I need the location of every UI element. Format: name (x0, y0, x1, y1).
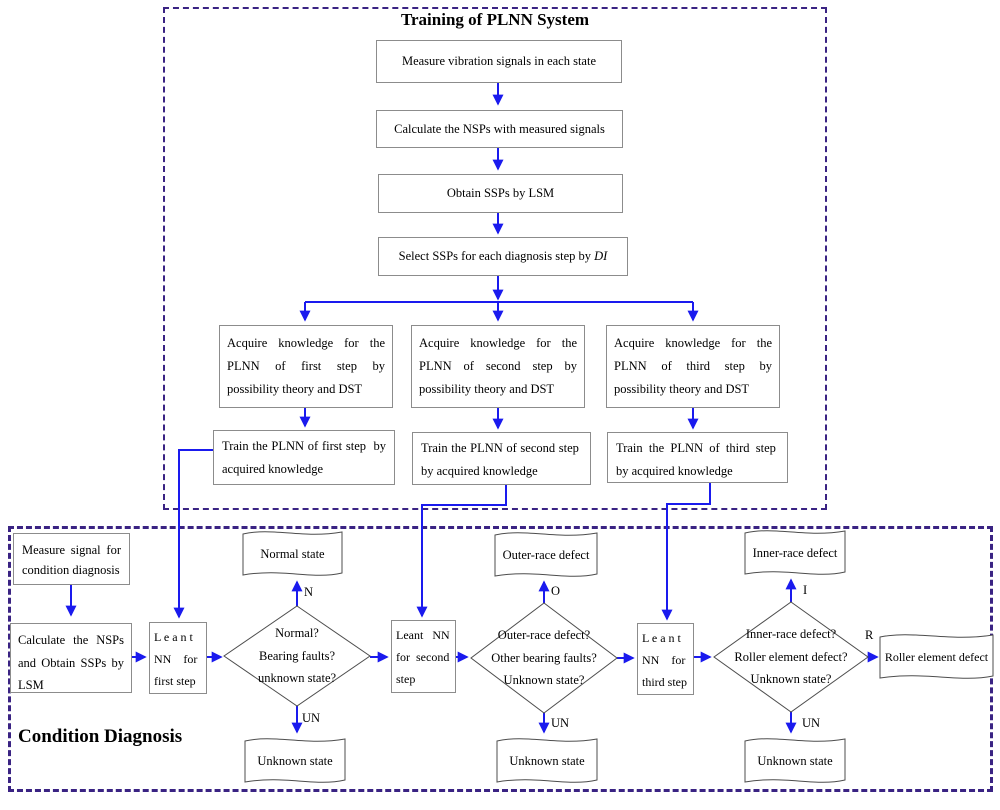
train-box-first: Train the PLNN of first step by acquired… (213, 430, 395, 485)
branch-label-un-2: UN (551, 716, 570, 730)
doc-label-normal-state: Normal state (260, 546, 325, 561)
doc-label-unknown-state-1: Unknown state (257, 753, 333, 768)
doc-label-unknown-state-2: Unknown state (509, 753, 585, 768)
branch-label-n: N (304, 585, 314, 599)
decision-diamond-third (713, 601, 869, 713)
doc-label-inner-race: Inner-race defect (752, 545, 838, 560)
training-section-title: Training of PLNN System (400, 10, 590, 29)
connector-train1-nn1 (173, 449, 213, 619)
doc-shape-inner-race (744, 530, 846, 575)
branch-label-un-1: UN (302, 711, 321, 725)
branch-label-un-3: UN (802, 716, 821, 730)
decision-text-third: Inner-race defect? Roller element defect… (734, 627, 848, 686)
connector-train2-nn2 (416, 485, 507, 618)
doc-shape-roller-element (879, 634, 994, 679)
doc-shape-unknown-state-2 (496, 738, 598, 783)
obtain-ssps-text: Obtain SSPs by LSM (446, 186, 555, 200)
doc-shape-unknown-state-3 (744, 738, 846, 783)
di-symbol: DI (594, 249, 608, 263)
training-section-border (163, 7, 827, 510)
branch-label-o: O (551, 584, 561, 598)
process-box-measure-vibration: Measure vibration signals in each state (376, 40, 622, 83)
doc-shape-unknown-state-1 (244, 738, 346, 783)
decision-diamond-first (223, 605, 371, 707)
doc-label-roller-element: Roller element defect (884, 649, 989, 664)
process-box-calculate-nsps: Calculate the NSPs with measured signals (376, 110, 623, 148)
decision-text-first: Normal? Bearing faults? unknown state? (257, 626, 337, 685)
decision-text-second: Outer-race defect? Other bearing faults?… (491, 628, 597, 687)
doc-shape-outer-race (494, 532, 598, 577)
measure-vibration-text: Measure vibration signals in each state (401, 54, 597, 68)
nn-box-second-step: Leant NN for second step (391, 620, 456, 693)
train-box-second: Train the PLNN of second step by acquire… (412, 432, 591, 485)
select-ssps-prefix: Select SSPs for each diagnosis step by (398, 249, 595, 263)
nn-box-first-step: L e a n t NN for first step (149, 622, 207, 694)
measure-signal-box: Measure signal for condition diagnosis (13, 533, 130, 585)
select-ssps-text: Select SSPs for each diagnosis step by D… (399, 249, 608, 264)
calculate-obtain-box: Calculate the NSPs and Obtain SSPs by LS… (10, 623, 132, 693)
branch-label-i: I (803, 583, 808, 597)
acquire-box-third: Acquire knowledge for the PLNN of third … (606, 325, 780, 408)
condition-section-title: Condition Diagnosis (18, 726, 183, 747)
branch-label-r: R (865, 628, 874, 642)
doc-label-unknown-state-3: Unknown state (757, 753, 833, 768)
acquire-box-second: Acquire knowledge for the PLNN of second… (411, 325, 585, 408)
calculate-nsps-text: Calculate the NSPs with measured signals (394, 121, 605, 136)
train-box-third: Train the PLNN of third step by acquired… (607, 432, 788, 483)
nn-box-third-step: L e a n t NN for third step (637, 623, 694, 695)
doc-shape-normal-state (242, 531, 343, 576)
acquire-box-first: Acquire knowledge for the PLNN of first … (219, 325, 393, 408)
doc-label-outer-race: Outer-race defect (502, 547, 590, 562)
process-box-obtain-ssps: Obtain SSPs by LSM (378, 174, 623, 213)
process-box-select-ssps: Select SSPs for each diagnosis step by D… (378, 237, 628, 276)
decision-diamond-second (470, 602, 618, 714)
connector-train3-nn3 (661, 483, 711, 621)
